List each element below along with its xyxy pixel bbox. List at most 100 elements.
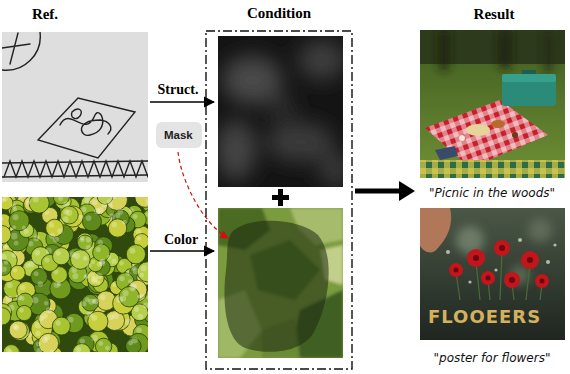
fruit-photo [128, 341, 133, 346]
fruit-photo [86, 245, 92, 251]
condition-group: Condition [205, 30, 353, 370]
fruit-photo [2, 197, 148, 352]
fruit-photo [5, 245, 10, 250]
fruit-photo [86, 237, 92, 243]
poster-photo [454, 245, 545, 284]
output-arrow [399, 181, 415, 201]
fruit-photo [96, 247, 101, 252]
label-holder: "poster for flowers" [434, 348, 551, 366]
fruit-photo [107, 199, 113, 205]
poster-photo [540, 279, 545, 284]
fruit-photo [57, 228, 63, 234]
prompt-caption: "Picnic in the woods" [429, 186, 555, 200]
fruit-photo [136, 328, 142, 334]
fruit-photo [22, 226, 26, 230]
poster-photo [499, 245, 505, 251]
color-map [218, 208, 343, 358]
mask-pointer [178, 152, 228, 238]
fruit-photo [9, 211, 29, 231]
fruit-photo [25, 263, 30, 268]
fruit-photo [63, 201, 69, 207]
sketch-image [4, 161, 148, 177]
fruit-photo [33, 197, 39, 203]
label-holder: FLOOEERS [428, 306, 541, 327]
fruit-photo [115, 213, 120, 218]
fruit-photo [83, 256, 88, 261]
group-heading: Condition [205, 5, 353, 22]
fruit-photo [20, 296, 25, 301]
sketch-image [2, 44, 30, 48]
fruit-photo [7, 282, 13, 288]
picnic-photo [522, 70, 536, 74]
poster-photo [449, 263, 463, 277]
fruit-photo [44, 257, 49, 262]
fruit-photo [35, 331, 41, 337]
fruit-photo [112, 283, 116, 287]
fruit-photo [42, 337, 48, 343]
fruit-photo [19, 308, 24, 313]
fruit-photo [76, 347, 81, 352]
fruit-photo [138, 314, 143, 319]
fruit-photo [54, 282, 60, 288]
fruit-photo [63, 209, 68, 214]
poster-photo [420, 208, 565, 340]
poster-photo [553, 243, 556, 246]
fruit-photo [91, 260, 95, 264]
fruit-photo [36, 342, 41, 347]
poster-photo [467, 249, 485, 267]
fruit-photo [42, 313, 48, 319]
fruit-photo [91, 315, 97, 321]
fruit-photo [13, 207, 17, 211]
fruit-photo [12, 225, 16, 229]
poster-photo [535, 274, 549, 288]
poster-photo [527, 257, 533, 263]
fruit-photo [81, 207, 86, 212]
fruit-photo [2, 254, 7, 260]
fruit-photo [126, 245, 145, 264]
fruit-photo [10, 265, 25, 280]
poster-photo [473, 255, 479, 261]
picnic-photo [500, 30, 510, 68]
fruit-photo [126, 271, 131, 276]
picnic-photo [425, 100, 548, 168]
fruit-photo [46, 307, 52, 313]
column-heading: Result [474, 6, 515, 23]
structure-map [319, 152, 343, 187]
fruit-photo [74, 253, 80, 259]
fruit-photo [13, 214, 19, 220]
fruit-photo [93, 299, 99, 305]
poster-photo [454, 268, 459, 273]
fruit-photo [86, 215, 92, 221]
fruit-photo [80, 238, 85, 243]
fruit-photo [139, 273, 144, 278]
fruit-photo [92, 335, 98, 341]
fruit-photo [98, 240, 103, 245]
fruit-photo [80, 338, 85, 343]
fruit-photo [147, 295, 148, 300]
fruit-photo [147, 311, 148, 315]
fruit-photo [105, 346, 110, 351]
fruit-photo [119, 287, 139, 307]
fruit-photo [26, 199, 31, 204]
fruit-photo [145, 199, 148, 204]
poster-photo [446, 250, 450, 254]
picnic-photo [491, 120, 505, 128]
poster-photo [486, 276, 491, 281]
fruit-photo [83, 274, 87, 278]
structure-map [218, 120, 256, 180]
output-arrow [355, 181, 415, 201]
sketch-image [2, 32, 148, 182]
fruit-photo [110, 197, 116, 199]
fruit-photo [28, 241, 33, 246]
fruit-photo [90, 272, 95, 277]
fruit-photo [53, 248, 70, 265]
fruit-photo [93, 244, 110, 261]
fruit-photo [68, 317, 74, 323]
plus-sign [272, 189, 289, 206]
plus-sign [278, 189, 283, 206]
poster-photo [526, 264, 530, 300]
arrow-label: Color [164, 232, 198, 248]
poster-photo [494, 268, 497, 271]
label-holder: Struct. [158, 80, 199, 98]
